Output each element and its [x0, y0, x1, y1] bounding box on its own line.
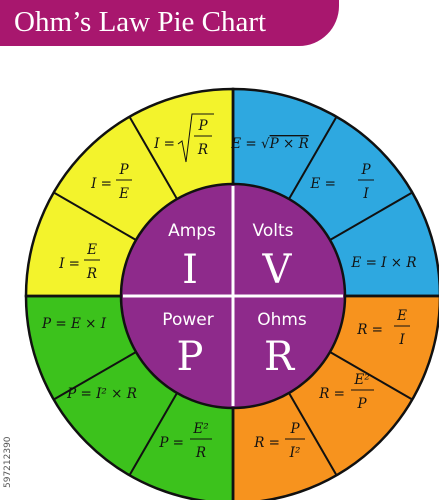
- title-banner: Ohm’s Law Pie Chart: [0, 0, 339, 46]
- formula-power-e2-over-r: P = E² R: [158, 421, 212, 461]
- quadrant-symbol-power: P: [177, 334, 204, 380]
- quadrant-symbol-volts: V: [262, 247, 293, 293]
- quadrant-name-power: Power: [162, 310, 213, 330]
- svg-text:R: R: [86, 266, 97, 282]
- formula-amps-e-over-r: I = E R: [58, 242, 100, 282]
- svg-text:P: P: [197, 118, 208, 134]
- svg-text:P: P: [356, 396, 367, 412]
- svg-text:P: P: [118, 162, 129, 178]
- quadrant-name-ohms: Ohms: [257, 310, 307, 330]
- svg-text:P: P: [289, 421, 300, 437]
- quadrant-name-amps: Amps: [168, 221, 216, 241]
- page-title: Ohm’s Law Pie Chart: [14, 6, 267, 38]
- svg-text:I²: I²: [289, 445, 301, 461]
- svg-text:R: R: [197, 142, 208, 158]
- formula-amps-sqrt-p-over-r: I = P R: [153, 113, 214, 163]
- segment-divider: [288, 392, 338, 476]
- svg-text:R =: R =: [356, 322, 383, 338]
- svg-text:E =: E =: [310, 176, 336, 192]
- svg-text:I =: I =: [153, 136, 175, 152]
- svg-text:I: I: [398, 332, 405, 348]
- formula-volts-sqrt: E = √P × R: [230, 136, 309, 152]
- segment-divider: [128, 116, 178, 200]
- svg-text:R =: R =: [318, 386, 345, 402]
- svg-text:E: E: [396, 308, 407, 324]
- svg-text:R =: R =: [253, 435, 280, 451]
- quadrant-symbol-amps: I: [182, 247, 198, 293]
- segment-divider: [53, 351, 137, 401]
- formula-volts-i-times-r: E = I × R: [350, 255, 416, 271]
- svg-text:E²: E²: [192, 421, 208, 437]
- svg-text:I =: I =: [58, 256, 80, 272]
- svg-text:E: E: [118, 186, 129, 202]
- svg-text:R: R: [195, 445, 206, 461]
- svg-text:I: I: [362, 186, 369, 202]
- svg-text:P =: P =: [158, 435, 184, 451]
- segment-divider: [329, 351, 413, 401]
- formula-ohms-e-over-i: R = E I: [356, 308, 410, 348]
- svg-text:E: E: [86, 242, 97, 258]
- quadrant-name-volts: Volts: [253, 221, 294, 241]
- stock-watermark: 597212390: [3, 436, 13, 488]
- svg-text:I =: I =: [90, 176, 112, 192]
- segment-divider: [53, 191, 137, 241]
- formula-power-i2-times-r: P = I² × R: [66, 386, 137, 402]
- segment-divider: [128, 392, 178, 476]
- svg-text:E²: E²: [353, 372, 369, 388]
- segment-divider: [329, 191, 413, 241]
- formula-ohms-p-over-i2: R = P I²: [253, 421, 305, 461]
- svg-text:P: P: [360, 162, 371, 178]
- formula-ohms-e2-over-p: R = E² P: [318, 372, 374, 412]
- formula-power-e-times-i: P = E × I: [41, 316, 107, 332]
- formula-volts-p-over-i: E = P I: [310, 162, 374, 202]
- segment-divider: [288, 116, 338, 200]
- formula-amps-p-over-e: I = P E: [90, 162, 132, 202]
- quadrant-symbol-ohms: R: [264, 334, 296, 380]
